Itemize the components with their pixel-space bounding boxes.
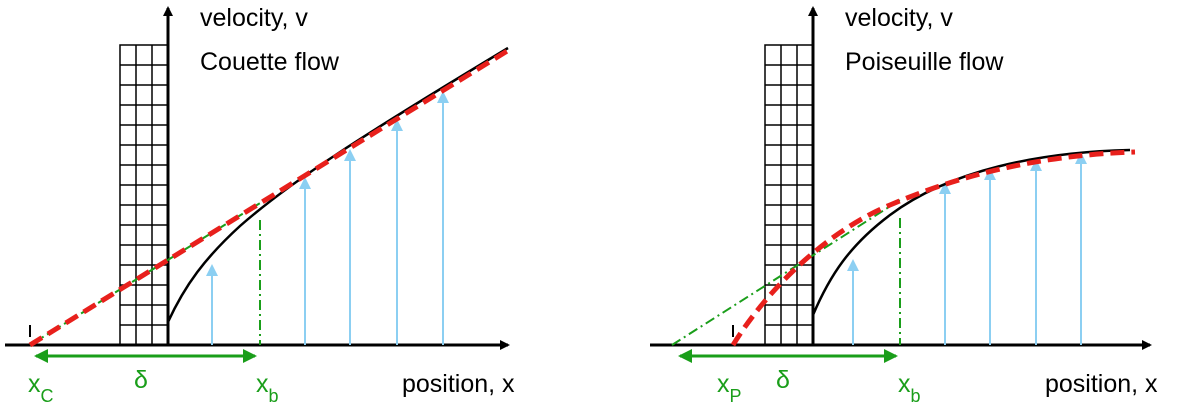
tangent-line bbox=[671, 199, 901, 346]
v-axis-label: velocity, v bbox=[200, 4, 308, 32]
slip-point-letter: x bbox=[717, 370, 730, 398]
boundary-point-letter: x bbox=[898, 370, 911, 398]
slip-point-subscript: P bbox=[730, 386, 742, 406]
velocity-arrows bbox=[206, 91, 449, 345]
delta-label: δ bbox=[134, 366, 148, 394]
x-axis-label: position, x bbox=[1045, 370, 1158, 398]
slip-point-label: xP bbox=[717, 370, 742, 406]
boundary-point-subscript: b bbox=[269, 386, 279, 406]
velocity-profile-curve bbox=[811, 148, 1131, 316]
v-axis-label: velocity, v bbox=[845, 4, 953, 32]
parabolic-fit-curve bbox=[730, 149, 1136, 347]
slip-point-letter: x bbox=[28, 370, 41, 398]
wall-brick-pattern bbox=[764, 44, 814, 346]
slip-point-label: xC bbox=[28, 370, 54, 406]
linear-fit-line bbox=[28, 45, 514, 348]
x-axis-label: position, x bbox=[402, 370, 515, 398]
boundary-point-label: xb bbox=[256, 370, 279, 406]
velocity-arrows bbox=[847, 152, 1087, 345]
wall-brick-pattern bbox=[119, 44, 169, 346]
slip-point-subscript: C bbox=[41, 386, 54, 406]
delta-label: δ bbox=[776, 366, 790, 394]
panel-title: Poiseuille flow bbox=[845, 48, 1004, 76]
poiseuille-panel: velocity, v Poiseuille flow position, x … bbox=[650, 4, 1158, 406]
boundary-point-letter: x bbox=[256, 370, 269, 398]
boundary-point-subscript: b bbox=[911, 386, 921, 406]
velocity-profile-curve bbox=[166, 46, 509, 323]
couette-panel: velocity, v Couette flow position, x δ x… bbox=[5, 4, 515, 406]
panel-title: Couette flow bbox=[200, 48, 340, 76]
boundary-point-label: xb bbox=[898, 370, 921, 406]
